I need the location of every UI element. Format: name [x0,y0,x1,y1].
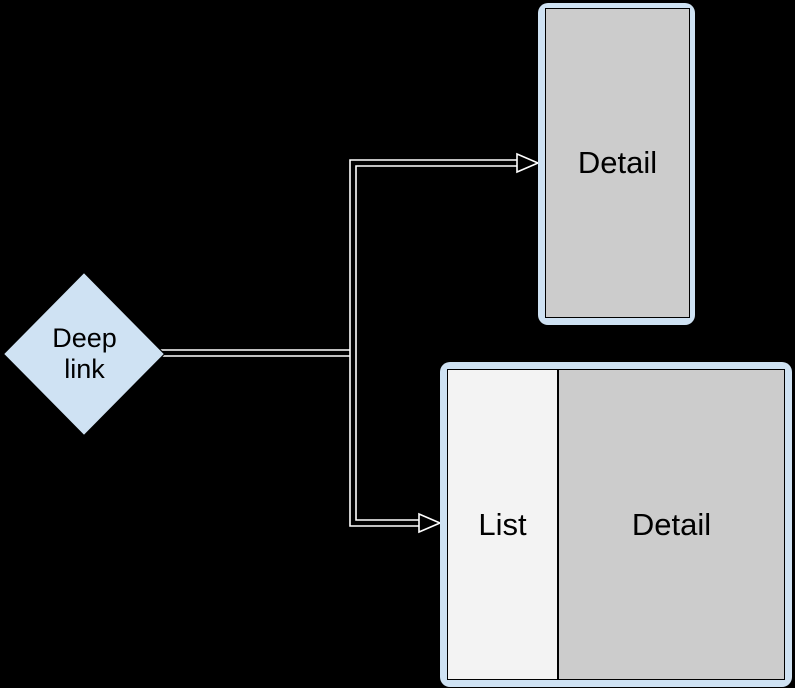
deeplink-branch-connector [160,159,517,527]
detail-pane-label: Detail [631,506,712,542]
detail-screen: Detail [545,8,690,318]
arrowhead-to-list-detail-icon [418,512,443,534]
detail-screen-frame: Detail [538,3,695,325]
connector-line [349,159,517,527]
deeplink-diamond-shape [2,271,166,437]
detail-screen-label: Detail [577,145,658,180]
list-pane-label: List [478,506,527,542]
arrowhead-to-detail-icon [516,152,541,174]
detail-pane: Detail [559,370,784,679]
deeplink-node-label: Deep link [52,322,117,384]
list-detail-screen: List Detail [447,369,785,680]
connector-line [355,165,517,521]
list-detail-screen-frame: List Detail [440,362,792,687]
list-pane: List [448,370,559,679]
